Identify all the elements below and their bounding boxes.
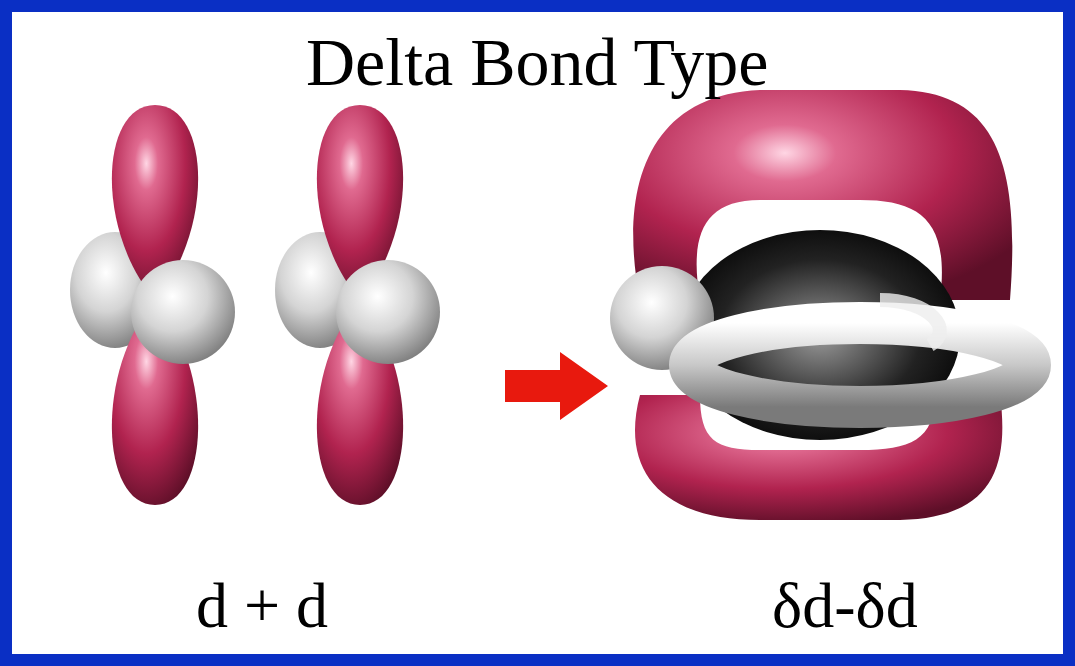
reaction-arrow <box>505 352 608 420</box>
d-orbital <box>70 105 235 505</box>
d-orbital <box>275 105 440 505</box>
orbital-label: δd-δd <box>772 574 918 638</box>
delta-bond-orbital <box>610 90 1030 520</box>
slide-title: Delta Bond Type <box>306 28 768 96</box>
orbital-label: d + d <box>196 574 328 638</box>
